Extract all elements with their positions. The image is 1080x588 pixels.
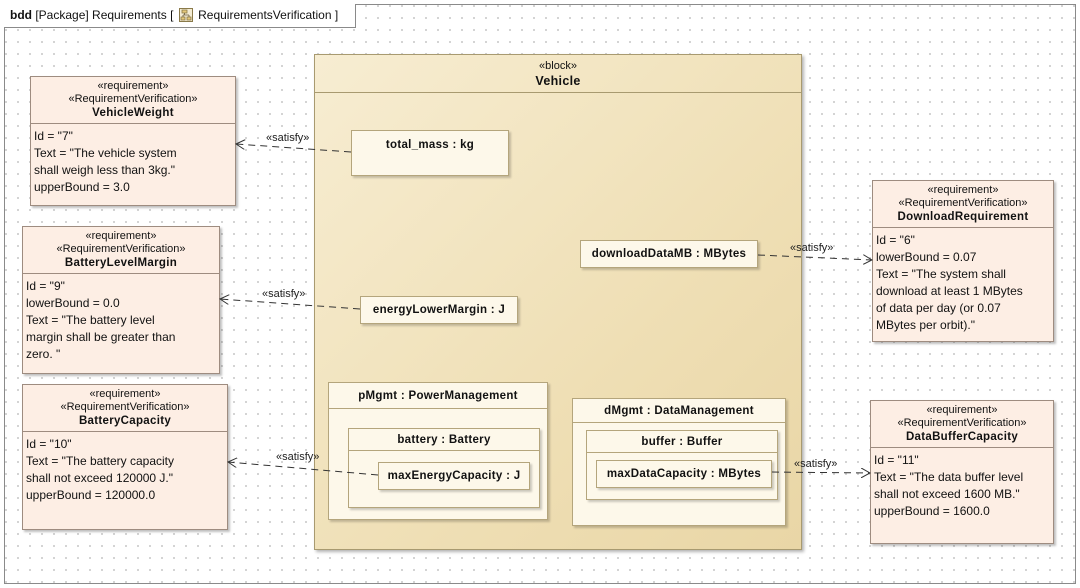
req-header: «requirement» «RequirementVerification» … xyxy=(31,77,235,124)
part-download-data[interactable]: downloadDataMB : MBytes xyxy=(580,240,758,268)
req-attr-line: MBytes per orbit)." xyxy=(876,318,975,332)
part-energy-lower-margin[interactable]: energyLowerMargin : J xyxy=(360,296,518,324)
req-name: DownloadRequirement xyxy=(897,211,1029,223)
part-max-data-label: maxDataCapacity : MBytes xyxy=(606,468,762,480)
satisfy-edge-max-data[interactable] xyxy=(771,472,870,473)
diagram-frame-tab: bdd [Package] Requirements [ Requirement… xyxy=(4,4,356,28)
satisfy-edge-energy-margin[interactable] xyxy=(220,299,361,310)
req-attributes: Id = "6" lowerBound = 0.07 Text = "The s… xyxy=(873,228,1053,338)
req-attr-line: of data per day (or 0.07 xyxy=(876,301,1001,315)
diagram-kind: bdd xyxy=(10,8,32,22)
req-attr-line: upperBound = 3.0 xyxy=(34,180,130,194)
req-stereotype-verification: «RequirementVerification» xyxy=(56,243,186,255)
req-stereotype-verification: «RequirementVerification» xyxy=(60,401,190,413)
req-attr-line: shall not exceed 1600 MB." xyxy=(874,487,1020,501)
satisfy-edge-download[interactable] xyxy=(757,254,872,260)
req-attr-line: margin shall be greater than xyxy=(26,330,176,344)
part-max-energy[interactable]: maxEnergyCapacity : J xyxy=(378,462,530,490)
req-name: BatteryCapacity xyxy=(78,415,172,427)
part-total-mass[interactable]: total_mass : kg xyxy=(351,130,509,176)
req-battery-level-margin[interactable]: «requirement» «RequirementVerification» … xyxy=(22,226,220,374)
part-buffer-label: buffer : Buffer xyxy=(641,436,723,448)
req-stereotype: «requirement» xyxy=(97,80,169,92)
satisfy-edge-total-mass[interactable] xyxy=(236,144,352,153)
diagram-frame xyxy=(4,4,1076,584)
req-attr-line: Id = "10" xyxy=(26,437,72,451)
req-attr-line: shall not exceed 120000 J." xyxy=(26,471,174,485)
req-attr-line: Text = "The battery level xyxy=(26,313,155,327)
satisfy-label: «satisfy» xyxy=(266,132,310,144)
req-name: DataBufferCapacity xyxy=(905,431,1019,443)
req-download-requirement[interactable]: «requirement» «RequirementVerification» … xyxy=(872,180,1054,342)
part-total-mass-label: total_mass : kg xyxy=(385,139,475,151)
req-attributes: Id = "9" lowerBound = 0.0 Text = "The ba… xyxy=(23,274,219,367)
req-stereotype: «requirement» xyxy=(89,388,161,400)
satisfy-label: «satisfy» xyxy=(276,451,320,463)
req-attr-line: Id = "7" xyxy=(34,129,73,143)
req-attr-line: Id = "11" xyxy=(874,453,919,467)
part-download-data-label: downloadDataMB : MBytes xyxy=(591,248,747,260)
req-attr-line: upperBound = 1600.0 xyxy=(874,504,990,518)
req-name: VehicleWeight xyxy=(92,107,174,119)
req-attr-line: shall weigh less than 3kg." xyxy=(34,163,176,177)
req-attr-line: Text = "The battery capacity xyxy=(26,454,174,468)
req-attributes: Id = "10" Text = "The battery capacity s… xyxy=(23,432,227,508)
diagram-path: [Package] Requirements [ xyxy=(35,8,174,22)
req-battery-capacity[interactable]: «requirement» «RequirementVerification» … xyxy=(22,384,228,530)
vehicle-stereotype: «block» xyxy=(539,60,577,72)
satisfy-edge-max-energy[interactable] xyxy=(228,462,379,476)
req-attr-line: Id = "6" xyxy=(876,233,915,247)
req-attr-line: upperBound = 120000.0 xyxy=(26,488,156,502)
req-attr-line: Text = "The data buffer level xyxy=(874,470,1024,484)
req-data-buffer-capacity[interactable]: «requirement» «RequirementVerification» … xyxy=(870,400,1054,544)
req-attr-line: download at least 1 MBytes xyxy=(876,284,1023,298)
req-stereotype-verification: «RequirementVerification» xyxy=(897,417,1027,429)
req-stereotype-verification: «RequirementVerification» xyxy=(898,197,1028,209)
part-energy-lower-margin-label: energyLowerMargin : J xyxy=(372,304,506,316)
diagram-path-end: ] xyxy=(334,8,339,22)
satisfy-label: «satisfy» xyxy=(262,288,306,300)
vehicle-block-header: «block» Vehicle xyxy=(315,55,801,93)
part-pmgmt-label: pMgmt : PowerManagement xyxy=(358,390,518,402)
part-max-energy-label: maxEnergyCapacity : J xyxy=(387,470,521,482)
vehicle-name: Vehicle xyxy=(535,74,581,88)
req-header: «requirement» «RequirementVerification» … xyxy=(871,401,1053,448)
diagram-icon xyxy=(178,8,193,22)
req-attr-line: Text = "The system shall xyxy=(876,267,1006,281)
diagram-name: RequirementsVerification xyxy=(198,8,332,22)
req-attributes: Id = "11" Text = "The data buffer level … xyxy=(871,448,1053,524)
req-attr-line: zero. " xyxy=(26,347,61,361)
req-attr-line: Text = "The vehicle system xyxy=(34,146,177,160)
req-header: «requirement» «RequirementVerification» … xyxy=(23,385,227,432)
part-max-data[interactable]: maxDataCapacity : MBytes xyxy=(596,460,772,488)
req-stereotype: «requirement» xyxy=(926,404,998,416)
req-attr-line: lowerBound = 0.07 xyxy=(876,250,977,264)
req-stereotype-verification: «RequirementVerification» xyxy=(68,93,198,105)
satisfy-label: «satisfy» xyxy=(790,242,834,254)
part-dmgmt-label: dMgmt : DataManagement xyxy=(604,405,754,417)
req-attributes: Id = "7" Text = "The vehicle system shal… xyxy=(31,124,235,200)
req-header: «requirement» «RequirementVerification» … xyxy=(23,227,219,274)
req-stereotype: «requirement» xyxy=(85,230,157,242)
req-attr-line: Id = "9" xyxy=(26,279,65,293)
part-battery-label: battery : Battery xyxy=(397,434,491,446)
req-name: BatteryLevelMargin xyxy=(64,257,178,269)
req-attr-line: lowerBound = 0.0 xyxy=(26,296,120,310)
satisfy-label: «satisfy» xyxy=(794,458,838,470)
req-stereotype: «requirement» xyxy=(927,184,999,196)
req-vehicle-weight[interactable]: «requirement» «RequirementVerification» … xyxy=(30,76,236,206)
req-header: «requirement» «RequirementVerification» … xyxy=(873,181,1053,228)
